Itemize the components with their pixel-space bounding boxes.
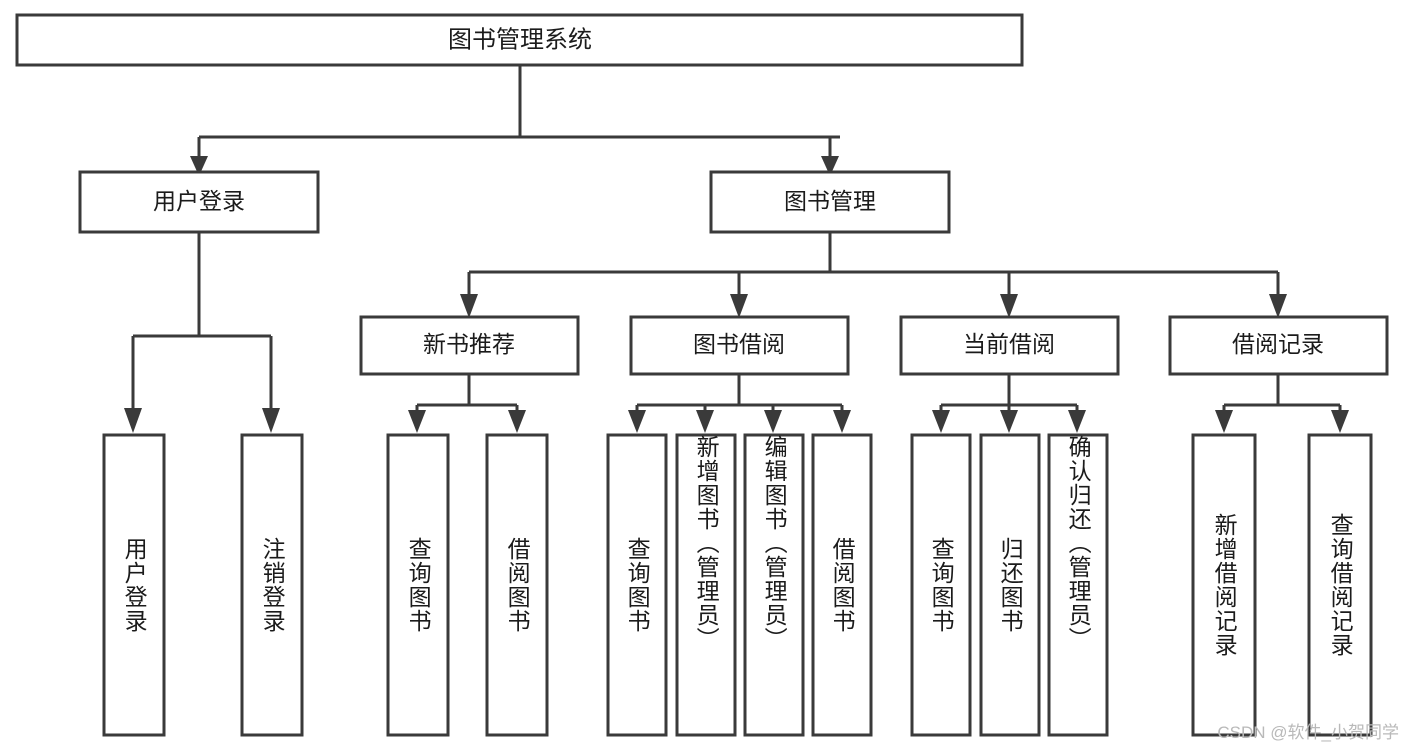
- node-leaf-query-record[interactable]: [1307, 433, 1373, 737]
- node-root[interactable]: 图书管理系统: [15, 13, 1024, 67]
- node-leaf-add-book[interactable]: [675, 433, 737, 737]
- node-borrow-record[interactable]: 借阅记录: [1168, 315, 1389, 376]
- node-leaf-borrow-book-1[interactable]: [485, 433, 549, 737]
- connector-currentborrow-to-leaves: [932, 374, 1086, 433]
- node-leaf-confirm-return[interactable]: [1047, 433, 1109, 737]
- node-leaf-query-book-1[interactable]: [386, 433, 450, 737]
- node-leaf-return-book[interactable]: [979, 433, 1041, 737]
- node-book-management-label: 图书管理: [784, 188, 876, 214]
- node-leaf-user-logout[interactable]: [240, 433, 304, 737]
- node-book-borrow-label: 图书借阅: [693, 331, 785, 357]
- connector-bookborrow-to-leaves: [628, 374, 851, 433]
- node-root-label: 图书管理系统: [448, 26, 592, 53]
- node-user-login[interactable]: 用户登录: [78, 170, 320, 234]
- node-leaf-query-book-3[interactable]: [910, 433, 972, 737]
- connector-newbook-to-leaves: [408, 374, 526, 433]
- node-borrow-record-label: 借阅记录: [1232, 331, 1324, 357]
- csdn-watermark: CSDN @软件_小贺同学: [1217, 723, 1399, 742]
- node-current-borrow-label: 当前借阅: [963, 331, 1055, 357]
- node-book-management[interactable]: 图书管理: [709, 170, 951, 234]
- node-leaf-edit-book[interactable]: [743, 433, 805, 737]
- connector-bookmanagement-to-level3: [460, 233, 1287, 318]
- connector-userlogin-to-leaves: [124, 233, 280, 433]
- node-leaf-user-login[interactable]: [102, 433, 166, 737]
- node-new-book-recommend-label: 新书推荐: [423, 331, 515, 357]
- connector-borrowrecord-to-leaves: [1215, 374, 1349, 433]
- node-leaf-add-record[interactable]: [1191, 433, 1257, 737]
- node-leaf-borrow-book-2[interactable]: [811, 433, 873, 737]
- connector-root-to-level2: [190, 66, 840, 176]
- node-leaf-query-book-2[interactable]: [606, 433, 668, 737]
- node-user-login-label: 用户登录: [153, 188, 245, 214]
- node-new-book-recommend[interactable]: 新书推荐: [359, 315, 580, 376]
- node-current-borrow[interactable]: 当前借阅: [899, 315, 1120, 376]
- node-book-borrow[interactable]: 图书借阅: [629, 315, 850, 376]
